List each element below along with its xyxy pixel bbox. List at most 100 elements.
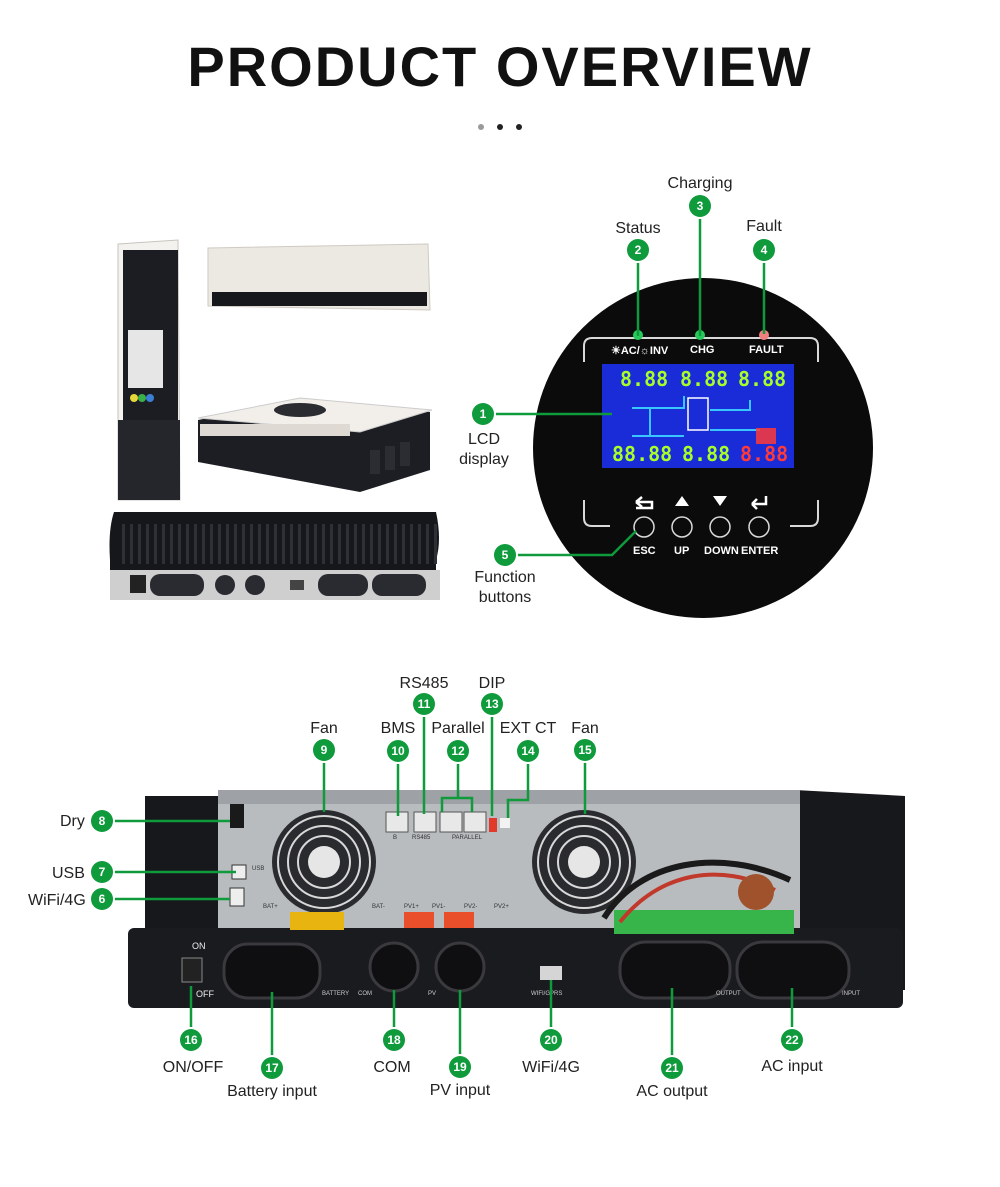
callout-label-dry: Dry bbox=[60, 813, 85, 830]
com-print: COM bbox=[358, 991, 372, 997]
vent-slot bbox=[162, 524, 165, 564]
vent-slot bbox=[138, 524, 141, 564]
callout-label-pv-input: PV input bbox=[429, 1082, 491, 1099]
vent-slot bbox=[346, 524, 349, 564]
callout-badge-14: 14 bbox=[517, 740, 539, 762]
vent-slot bbox=[394, 524, 397, 564]
callout-label-on-off: ON/OFF bbox=[162, 1059, 224, 1076]
ac-inv-indicator-label: ☀AC/☼INV bbox=[611, 345, 669, 357]
callout-badge-21: 21 bbox=[661, 1057, 683, 1079]
vent-slot bbox=[370, 524, 373, 564]
pv2-minus-print: PV2- bbox=[464, 904, 478, 910]
wifi-print: WIFI/GPRS bbox=[531, 991, 563, 997]
esc-button-ring[interactable] bbox=[633, 516, 655, 538]
pv1-minus-print: PV1- bbox=[432, 904, 446, 910]
vent-slot bbox=[386, 524, 389, 564]
carousel-dots[interactable] bbox=[478, 117, 535, 135]
carousel-dot-3[interactable] bbox=[516, 124, 522, 130]
vent-slot bbox=[274, 524, 277, 564]
back-arrow-icon bbox=[635, 496, 654, 510]
lcd-value-6: 8.88 bbox=[740, 442, 789, 466]
up-button-ring[interactable] bbox=[671, 516, 693, 538]
vent-slot bbox=[354, 524, 357, 564]
callout-badge-9: 9 bbox=[313, 739, 335, 761]
callout-label-ac-output: AC output bbox=[636, 1083, 708, 1100]
vent-slot bbox=[362, 524, 365, 564]
callout-label-bms: BMS bbox=[380, 720, 416, 737]
inverter-perspective-view bbox=[197, 397, 433, 492]
enter-button-label[interactable]: ENTER bbox=[741, 545, 779, 557]
callout-label-charging: Charging bbox=[667, 175, 733, 192]
inverter-bottom-view bbox=[109, 512, 440, 600]
vent-slot bbox=[402, 524, 405, 564]
vent-slot bbox=[258, 524, 261, 564]
vent-slot bbox=[242, 524, 245, 564]
input-print: INPUT bbox=[842, 991, 860, 997]
vent-slot bbox=[314, 524, 317, 564]
down-button-ring[interactable] bbox=[709, 516, 731, 538]
vent-slot bbox=[330, 524, 333, 564]
vent-slot bbox=[298, 524, 301, 564]
vent-slot bbox=[338, 524, 341, 564]
callout-badge-10: 10 bbox=[387, 740, 409, 762]
callout-badge-11: 11 bbox=[413, 693, 435, 715]
carousel-dot-1[interactable] bbox=[478, 124, 484, 130]
callout-badge-6: 6 bbox=[91, 888, 113, 910]
vent-slot bbox=[378, 524, 381, 564]
vent-slot bbox=[322, 524, 325, 564]
bat-plus-print: BAT+ bbox=[263, 904, 278, 910]
lcd-screen bbox=[602, 364, 794, 468]
up-button-label[interactable]: UP bbox=[674, 545, 690, 557]
vent-slot bbox=[226, 524, 229, 564]
callout-badge-13: 13 bbox=[481, 693, 503, 715]
callout-label-fan-right: Fan bbox=[571, 720, 599, 737]
fault-led bbox=[759, 330, 769, 340]
rs485-port-print: RS485 bbox=[412, 835, 431, 841]
callout-label-fault: Fault bbox=[746, 218, 782, 235]
vent-slot bbox=[170, 524, 173, 564]
carousel-dot-2[interactable] bbox=[497, 124, 503, 130]
vent-slot bbox=[122, 524, 125, 564]
callout-badge-4: 4 bbox=[753, 239, 775, 261]
page-title: PRODUCT OVERVIEW bbox=[187, 35, 813, 98]
chg-indicator-label: CHG bbox=[690, 344, 715, 356]
inverter-top-view bbox=[207, 243, 431, 311]
down-button-label[interactable]: DOWN bbox=[704, 545, 739, 557]
callout-label-dip: DIP bbox=[478, 675, 506, 692]
enter-button-ring[interactable] bbox=[748, 516, 770, 538]
callout-badge-1: 1 bbox=[472, 403, 494, 425]
vent-slot bbox=[130, 524, 133, 564]
callout-label-com: COM bbox=[373, 1059, 411, 1076]
bms-port-print: B bbox=[393, 835, 398, 841]
callout-label-ac-input: AC input bbox=[761, 1058, 823, 1075]
vent-slot bbox=[418, 524, 421, 564]
callout-label-usb: USB bbox=[52, 865, 85, 882]
callout-badge-8: 8 bbox=[91, 810, 113, 832]
bat-minus-print: BAT- bbox=[372, 904, 385, 910]
switch-off-print: OFF bbox=[196, 989, 214, 999]
vent-slot bbox=[306, 524, 309, 564]
callout-badge-22: 22 bbox=[781, 1029, 803, 1051]
callout-badge-17: 17 bbox=[261, 1057, 283, 1079]
lcd-value-5: 8.88 bbox=[682, 442, 731, 466]
inverter-side-view bbox=[117, 239, 181, 501]
esc-button-label[interactable]: ESC bbox=[633, 545, 656, 557]
callout-label-parallel: Parallel bbox=[431, 720, 485, 737]
usb-port-print: USB bbox=[252, 866, 265, 872]
callout-badge-16: 16 bbox=[180, 1029, 202, 1051]
parallel-port-print: PARALLEL bbox=[452, 835, 482, 841]
callout-label-wifi-4g-left: WiFi/4G bbox=[28, 892, 86, 909]
lcd-value-3: 8.88 bbox=[738, 367, 787, 391]
callout-badge-12: 12 bbox=[447, 740, 469, 762]
vent-slot bbox=[234, 524, 237, 564]
vent-slot bbox=[434, 524, 437, 564]
callout-label-wifi-4g-bottom: WiFi/4G bbox=[522, 1059, 580, 1076]
output-print: OUTPUT bbox=[716, 991, 741, 997]
fault-indicator-label: FAULT bbox=[749, 344, 784, 356]
callout-badge-20: 20 bbox=[540, 1029, 562, 1051]
pv1-plus-print: PV1+ bbox=[404, 904, 419, 910]
fan-left-graphic bbox=[272, 810, 376, 914]
battery-print: BATTERY bbox=[322, 991, 350, 997]
vent-slot bbox=[210, 524, 213, 564]
